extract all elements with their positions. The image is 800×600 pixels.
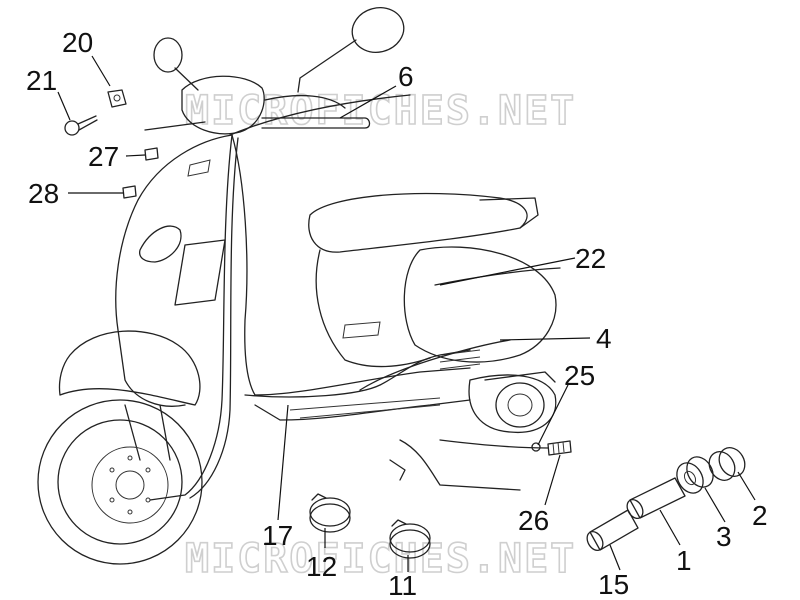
callout-21: 21 [26,65,57,96]
callout-22: 22 [575,243,606,274]
part-25-washer [531,442,541,452]
callout-28: 28 [28,178,59,209]
callout-1: 1 [676,545,692,576]
callout-numbers: 20 21 27 28 6 22 4 25 26 17 12 11 15 1 3… [26,27,768,600]
callout-20: 20 [62,27,93,58]
callout-27: 27 [88,141,119,172]
part-27-clip [144,147,159,161]
left-mirror [153,37,199,91]
part-28-clip [122,185,137,199]
centre-stand [389,439,521,491]
part-20-clip-nut [107,89,127,108]
watermark-bottom: MICROFICHES.NET [185,536,576,582]
callout-17: 17 [262,520,293,551]
floorboard [254,367,471,421]
rear-body [315,246,557,370]
callout-6: 6 [398,61,414,92]
seat [308,192,539,253]
callout-2: 2 [752,500,768,531]
part-2-cap [708,447,746,481]
callout-26: 26 [518,505,549,536]
scooter-illustration [37,7,561,565]
part-26-screw [547,440,572,456]
callout-11: 11 [388,570,417,600]
engine-unit [468,371,557,433]
callout-12: 12 [306,551,337,582]
front-mudguard [58,330,201,461]
part-12-hose-clamp [309,493,351,533]
right-mirror [297,7,405,93]
callout-4: 4 [596,323,612,354]
leader-lines [57,55,756,572]
part-3-bushing [676,456,714,494]
part-15-grip-end [586,509,639,551]
part-11-hose-clamp [389,519,431,559]
front-shield [115,134,256,407]
front-wheel [37,399,203,565]
handlebar [144,75,371,135]
part-21-screw [64,115,98,136]
control-cables [149,94,561,501]
part-1-tube [626,477,686,519]
callout-15: 15 [598,569,629,600]
callout-25: 25 [564,360,595,391]
callout-3: 3 [716,521,732,552]
